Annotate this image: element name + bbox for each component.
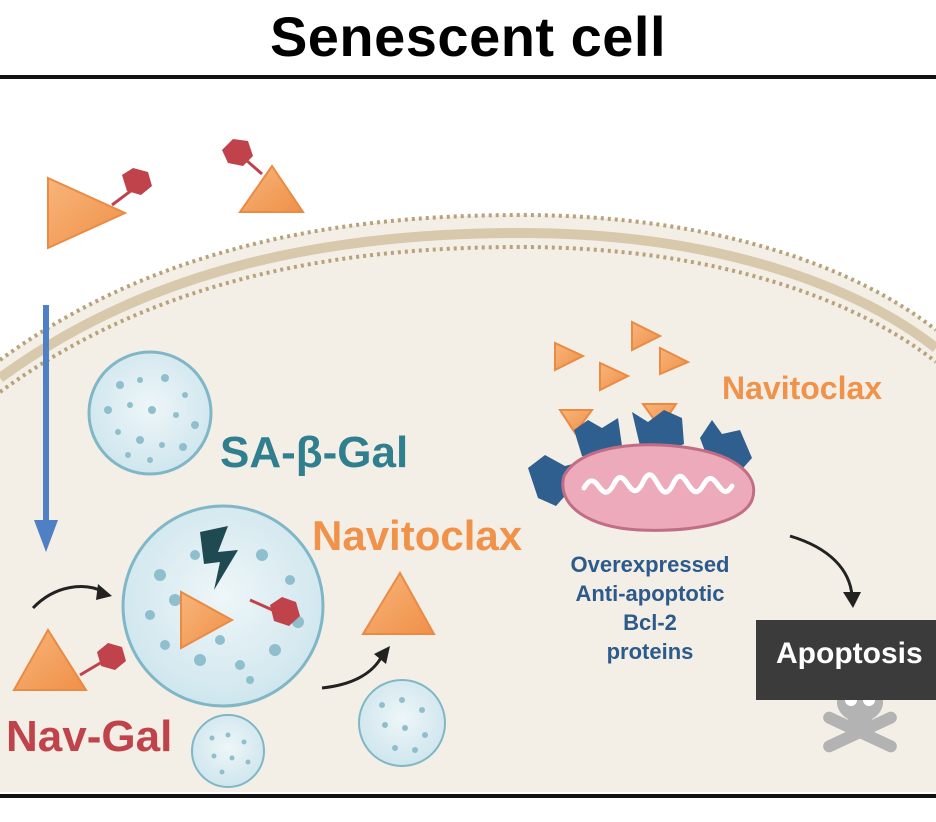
page-title: Senescent cell xyxy=(269,5,667,68)
cell-body xyxy=(0,212,936,792)
navgal-molecule-outside-1 xyxy=(47,168,152,250)
mitochondrion xyxy=(561,443,756,532)
navitoclax-label-middle: Navitoclax xyxy=(312,512,523,559)
navitoclax-released xyxy=(361,571,436,635)
bcl2-label-line-4: proteins xyxy=(606,639,694,664)
top-divider xyxy=(0,75,936,79)
bcl2-label-line-3: Bcl-2 xyxy=(623,610,677,635)
bcl2-label-line-2: Anti-apoptotic xyxy=(575,581,725,606)
navitoclax-cluster xyxy=(554,320,691,435)
bottom-divider xyxy=(0,794,936,798)
lysosome-bottom-middle xyxy=(358,679,446,767)
uptake-arrow xyxy=(31,584,112,610)
navgal-molecule-inside xyxy=(12,628,126,691)
apoptosis-label: Apoptosis xyxy=(776,637,923,670)
lysosome-bottom-left xyxy=(191,714,265,788)
apoptosis-arrow xyxy=(789,534,861,608)
release-arrow xyxy=(321,646,390,690)
apoptosis-box xyxy=(756,620,936,700)
lightning-icon xyxy=(200,526,238,590)
navgal-molecule-outside-2 xyxy=(222,139,305,213)
sa-beta-gal-label: SA-β-Gal xyxy=(220,428,409,477)
lysosome-upper xyxy=(87,350,213,476)
navitoclax-label-right: Navitoclax xyxy=(722,370,883,406)
nav-gal-label: Nav-Gal xyxy=(6,712,173,761)
bcl2-label: Overexpressed Anti-apoptotic Bcl-2 prote… xyxy=(540,550,760,666)
lysosome-main xyxy=(121,504,325,708)
entry-arrow xyxy=(34,305,58,552)
bcl2-label-line-1: Overexpressed xyxy=(570,552,730,577)
